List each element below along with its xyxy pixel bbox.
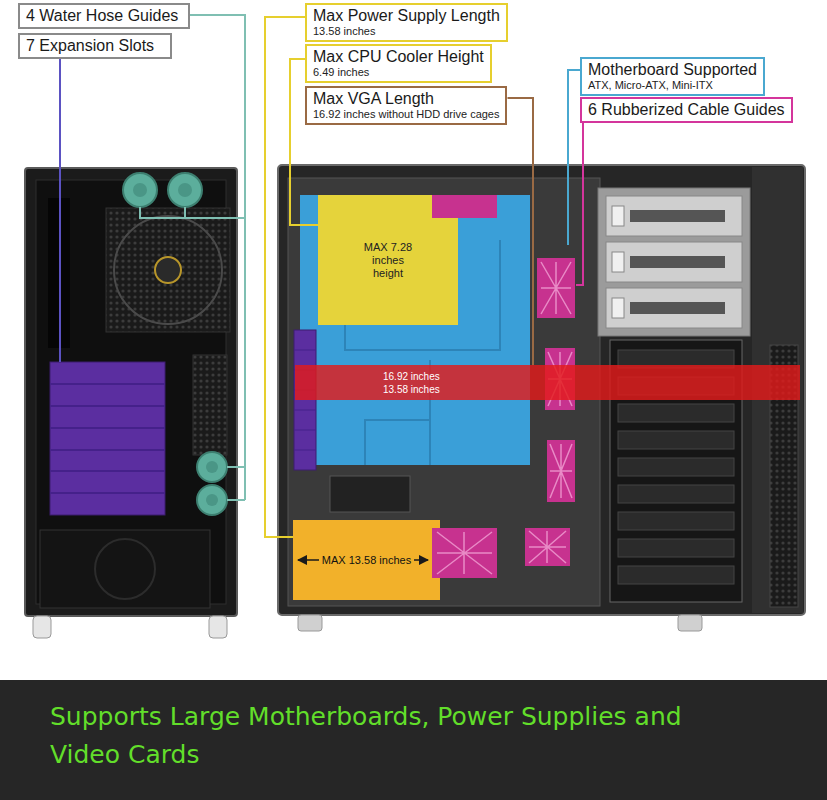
hdd-tray (618, 539, 734, 557)
drive-bay (606, 242, 742, 282)
vga-length-band-fill (295, 365, 800, 400)
callout-heading: Motherboard Supported (588, 60, 757, 79)
callout-heading: Max VGA Length (313, 89, 499, 108)
guide-slit (437, 532, 492, 574)
hdd-tray (618, 458, 734, 476)
callout-heading: Max Power Supply Length (313, 6, 500, 25)
leader-line (507, 98, 533, 365)
callout-detail: 6.49 inches (313, 66, 484, 79)
guide-slit (550, 444, 572, 498)
psu-fan (95, 539, 155, 599)
callout-box: 4 Water Hose Guides (18, 3, 190, 29)
water-hose-guide (123, 173, 157, 207)
callout-detail: 16.92 inches without HDD drive cages (313, 108, 499, 121)
water-hose-hole (133, 183, 147, 197)
water-hose-guide (197, 452, 227, 482)
dimension-label: 13.58 inches (383, 383, 804, 396)
bay-latch (612, 252, 624, 272)
water-hose-hole (178, 183, 192, 197)
callout-box: Max Power Supply Length13.58 inches (305, 3, 508, 42)
fan-hub (155, 257, 181, 283)
water-hose-hole (206, 461, 218, 473)
callout-box: 7 Expansion Slots (18, 33, 172, 59)
expansion-slots (50, 362, 165, 515)
hdd-tray (618, 404, 734, 422)
bay-latch (612, 206, 624, 226)
caption-bar (0, 680, 827, 800)
drive-bay (606, 288, 742, 328)
dimension-label: 16.92 inches (383, 370, 804, 383)
leader-line (140, 15, 245, 500)
vga-length-band: 16.92 inches13.58 inches (295, 365, 804, 400)
drive-bay (606, 196, 742, 236)
hdd-tray (618, 485, 734, 503)
leader-line (59, 58, 61, 362)
case-foot (209, 616, 227, 638)
callout-heading: 4 Water Hose Guides (26, 6, 182, 25)
bay-slot (630, 256, 725, 268)
hdd-tray (618, 566, 734, 584)
fan-ring (114, 216, 222, 324)
callout-box: Motherboard SupportedATX, Micro-ATX, Min… (580, 57, 765, 96)
fan-grille (106, 208, 230, 332)
hdd-tray (618, 512, 734, 530)
callout-detail: ATX, Micro-ATX, Mini-ITX (588, 79, 757, 92)
guide-slit (541, 262, 571, 314)
bay-slot (630, 302, 725, 314)
side-panel (278, 165, 805, 615)
callout-box: 6 Rubberized Cable Guides (580, 97, 793, 123)
cable-guide (537, 258, 575, 318)
water-hose-guide (197, 485, 227, 515)
motherboard-area (300, 195, 530, 465)
psu-opening (40, 530, 210, 608)
dimension-label: MAX 13.58 inches (319, 554, 414, 567)
guide-slit (529, 531, 566, 563)
cable-guide (432, 528, 497, 578)
leader-line (290, 59, 318, 225)
callout-heading: Max CPU Cooler Height (313, 47, 484, 66)
cable-guide (547, 440, 575, 502)
leader-line (568, 70, 580, 245)
cable-guide (525, 528, 570, 566)
leader-line (576, 122, 583, 285)
bay-latch (612, 298, 624, 318)
side-vent (193, 355, 227, 455)
drive-bay-frame (598, 188, 750, 336)
bay-slot (630, 210, 725, 222)
dimension-label: MAX 7.28 inches height (357, 241, 419, 280)
case-foot (33, 616, 51, 638)
cable-guide (432, 195, 497, 218)
case-foot (298, 615, 322, 631)
water-hose-hole (206, 494, 218, 506)
hdd-tray (618, 431, 734, 449)
caption: Supports Large Motherboards, Power Suppl… (50, 698, 710, 774)
callout-detail: 13.58 inches (313, 25, 500, 38)
tray-cutout (330, 476, 410, 512)
callout-heading: 6 Rubberized Cable Guides (588, 100, 785, 119)
rear-panel (25, 168, 237, 616)
callout-heading: 7 Expansion Slots (26, 36, 164, 55)
case-foot (678, 615, 702, 631)
slot-divider (50, 384, 165, 493)
callout-box: Max VGA Length16.92 inches without HDD d… (305, 86, 507, 125)
leader-line (265, 17, 305, 537)
callout-box: Max CPU Cooler Height6.49 inches (305, 44, 492, 83)
psu-clearance-fill (293, 520, 440, 600)
psu-clearance-zone: MAX 13.58 inches (293, 520, 440, 600)
water-hose-guide (168, 173, 202, 207)
cpu-clearance-zone: MAX 7.28 inches height (318, 195, 458, 325)
